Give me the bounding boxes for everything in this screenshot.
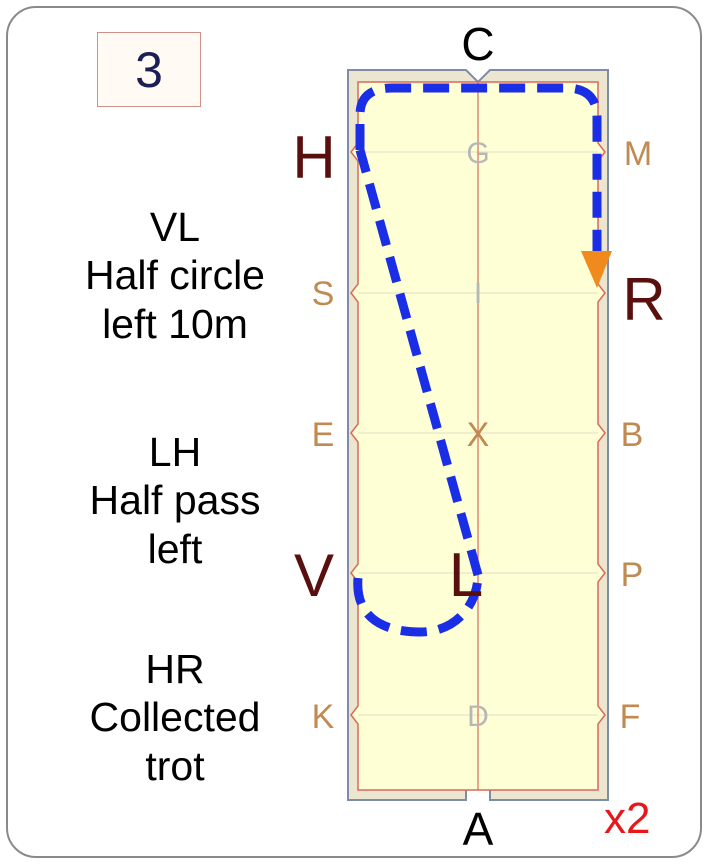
letter-h: H: [292, 124, 335, 191]
riding-path: [353, 83, 602, 637]
path-half-pass: [355, 148, 483, 577]
step-hr-code: HR: [145, 646, 205, 692]
step-lh-code: LH: [148, 429, 202, 475]
step-lh-line2: Half pass: [89, 477, 261, 524]
letter-p: P: [621, 556, 644, 594]
letter-f: F: [620, 698, 641, 736]
letter-i: I: [474, 277, 482, 310]
figure-number: 3: [135, 41, 163, 98]
letter-r: R: [622, 266, 665, 333]
step-hr-line3: trot: [145, 742, 205, 789]
step-hr-line2: Collected: [89, 694, 261, 741]
letter-e: E: [312, 416, 335, 454]
letter-x: X: [467, 416, 490, 454]
step-lh: LH Half pass left: [40, 428, 310, 573]
letter-s: S: [312, 275, 335, 313]
path-track-to-r: [355, 83, 602, 252]
letter-v: V: [294, 542, 334, 609]
path-half-circle: [353, 574, 483, 637]
letter-g: G: [466, 137, 489, 170]
step-vl-line2: Half circle: [85, 252, 265, 299]
direction-arrow: [581, 251, 612, 288]
letter-d: D: [467, 700, 489, 733]
letter-m: M: [624, 135, 652, 173]
letter-c: C: [461, 18, 494, 70]
letter-k: K: [312, 698, 335, 736]
step-hr: HR Collected trot: [40, 645, 310, 790]
repeat-count: x2: [604, 794, 651, 843]
step-vl-code: VL: [149, 204, 201, 250]
letter-a: A: [463, 803, 494, 855]
figure-number-box: 3: [97, 32, 201, 107]
letter-b: B: [621, 416, 644, 454]
letter-l: L: [449, 541, 483, 610]
step-vl-line3: left 10m: [102, 300, 248, 347]
step-vl: VL Half circle left 10m: [40, 203, 310, 348]
step-lh-line3: left: [147, 525, 203, 572]
